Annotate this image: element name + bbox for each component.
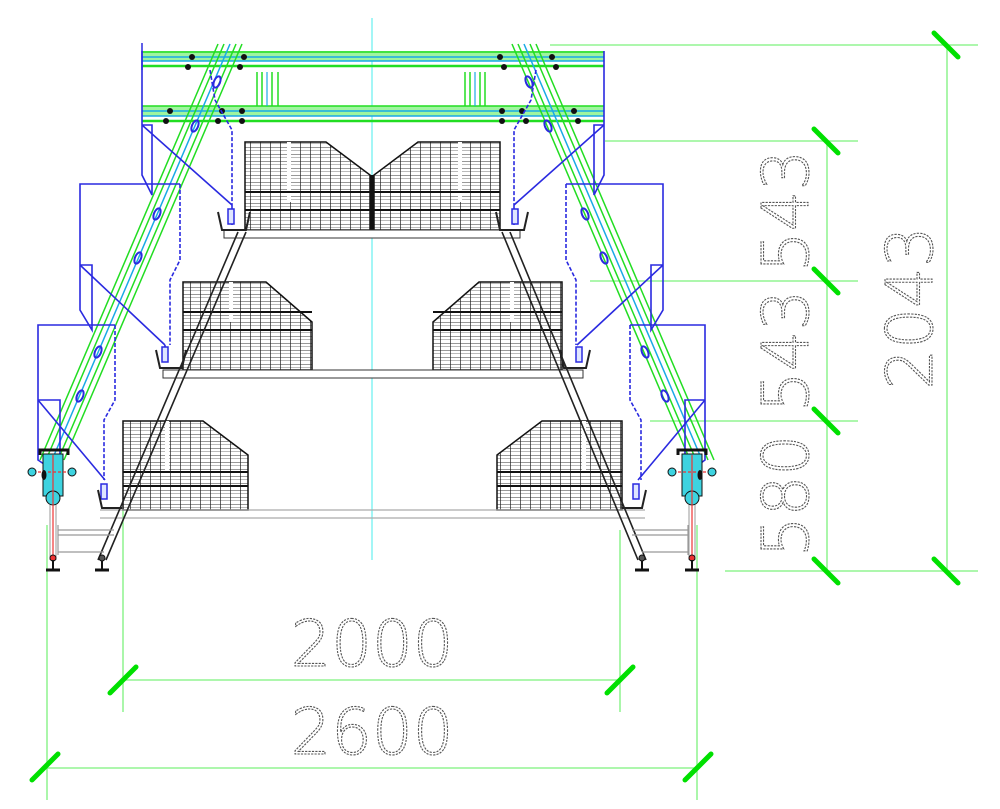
water-line-right [667,448,717,572]
dim-inner-width: 2000 [291,608,454,682]
water-line-left [27,448,77,572]
cage-tier-top [217,141,529,239]
leg-struts [97,231,647,561]
dimension-ticks [29,30,961,783]
frame-bolt-slots [75,75,670,403]
nipple-drinkers [100,208,640,500]
leveling-feet [95,554,649,572]
dim-tier-bottom: 580 [750,435,824,557]
dim-overall-width: 2600 [291,696,454,770]
dim-tier-middle: 543 [750,290,824,412]
base-rails [57,525,689,555]
dim-overall-height: 2043 [874,227,948,390]
cage-tier-middle [155,281,591,379]
dimension-lines [45,44,978,800]
cage-tier-bottom [97,420,647,519]
dim-tier-top: 543 [750,150,824,272]
feed-hoppers-right [513,51,706,481]
